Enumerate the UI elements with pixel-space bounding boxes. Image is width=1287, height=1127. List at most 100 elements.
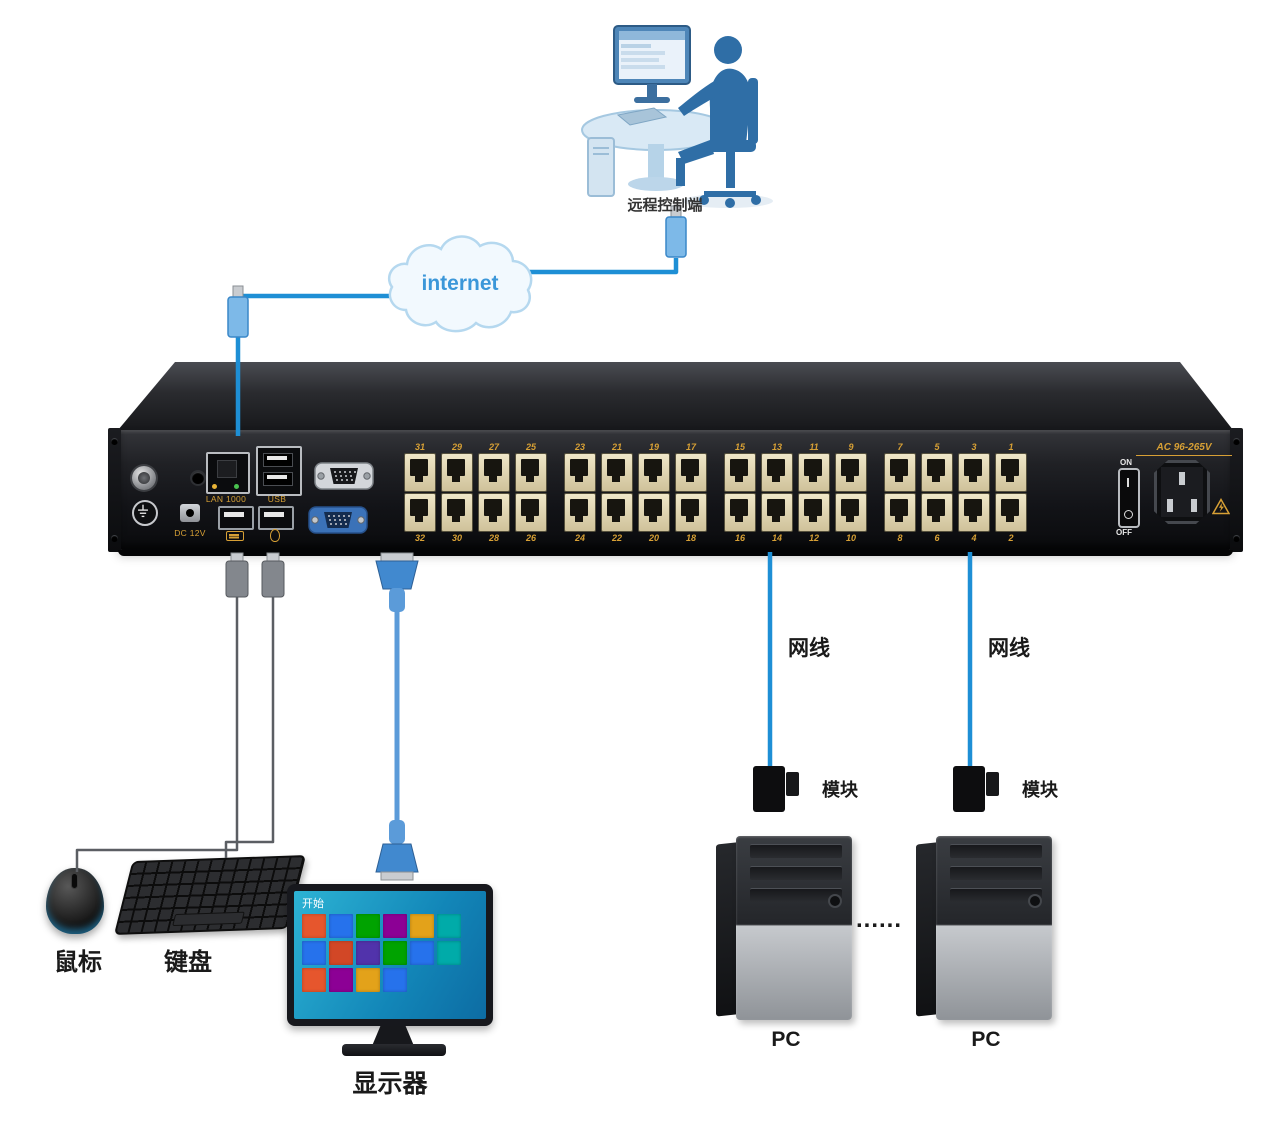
network-cable-label-2: 网线 <box>988 637 1030 660</box>
port-number-top: 13 <box>771 442 782 452</box>
keyboard <box>113 855 307 935</box>
start-tile <box>410 914 434 938</box>
rj45-jack <box>478 493 510 532</box>
keyboard-icon <box>226 531 244 541</box>
internet-cloud: internet <box>387 235 533 333</box>
rj45-jack <box>404 493 436 532</box>
vga-connector-icon-top <box>375 552 419 612</box>
lan-port <box>206 452 250 494</box>
rj45-jack <box>601 493 633 532</box>
rj45-jack <box>884 493 916 532</box>
drive-bay <box>750 888 842 902</box>
mouse-label: 鼠标 <box>54 949 102 976</box>
warning-icon <box>1212 498 1230 515</box>
pc-power-button <box>830 896 840 906</box>
mouse-usb-port <box>258 506 294 530</box>
rj45-jack <box>798 493 830 532</box>
usb-port-bottom <box>263 472 293 486</box>
usb-port-top <box>263 453 293 467</box>
rj45-jack <box>404 453 436 492</box>
dongle-module-2 <box>953 766 999 812</box>
port-number-bottom: 28 <box>488 533 499 543</box>
dc-power-jack <box>180 504 200 522</box>
port-number-bottom: 24 <box>574 533 585 543</box>
port-number-top: 21 <box>611 442 622 452</box>
rj45-jack <box>441 453 473 492</box>
rj45-jack <box>958 493 990 532</box>
port-column: 21 22 <box>601 442 633 543</box>
person-silhouette <box>676 36 761 208</box>
power-off-label: OFF <box>1116 528 1132 537</box>
rj45-jack <box>441 493 473 532</box>
rj45-jack <box>761 493 793 532</box>
start-screen-label: 开始 <box>302 898 324 910</box>
port-number-top: 17 <box>685 442 696 452</box>
usb-plug-icon-keyboard <box>261 552 285 598</box>
monitor-tiles <box>302 914 461 992</box>
usb-plug-icon-mouse <box>225 552 249 598</box>
start-tile <box>437 914 461 938</box>
start-tile <box>356 968 380 992</box>
rack-ear-right <box>1230 428 1243 552</box>
reset-port <box>192 472 204 484</box>
port-number-bottom: 26 <box>525 533 536 543</box>
kvm-top-face <box>118 362 1233 430</box>
mouse <box>46 868 104 934</box>
lan-label: LAN 1000 <box>205 494 247 504</box>
rj45-jack <box>564 453 596 492</box>
port-number-bottom: 2 <box>1008 533 1014 543</box>
keyboard-usb-port <box>218 506 254 530</box>
port-number-top: 15 <box>734 442 745 452</box>
drive-bay <box>750 866 842 880</box>
start-tile <box>302 941 326 965</box>
port-number-top: 25 <box>525 442 536 452</box>
rj45-jack <box>884 453 916 492</box>
port-number-bottom: 10 <box>845 533 856 543</box>
start-tile <box>437 941 461 965</box>
pc-label-2: PC <box>971 1028 1001 1051</box>
port-number-bottom: 4 <box>971 533 977 543</box>
power-switch <box>1118 468 1140 528</box>
network-cable-label-1: 网线 <box>788 637 830 660</box>
rj45-jack <box>958 453 990 492</box>
rj45-jack <box>835 453 867 492</box>
rack-ear-left <box>108 428 121 552</box>
rj45-jack <box>835 493 867 532</box>
port-number-bottom: 18 <box>685 533 696 543</box>
pc-label-1: PC <box>771 1028 801 1051</box>
rj45-jack <box>798 453 830 492</box>
monitor-screen: 开始 <box>294 891 486 1019</box>
start-tile <box>329 914 353 938</box>
ac-rating-label: AC 96-265V <box>1136 442 1232 456</box>
start-tile <box>383 941 407 965</box>
start-tile <box>356 941 380 965</box>
start-tile <box>302 968 326 992</box>
port-number-top: 9 <box>848 442 854 452</box>
port-number-bottom: 8 <box>897 533 903 543</box>
port-number-top: 29 <box>451 442 462 452</box>
rj45-jack <box>601 453 633 492</box>
rj45-jack <box>515 493 547 532</box>
brand-emblem <box>132 466 156 490</box>
module-label-2: 模块 <box>1022 780 1058 800</box>
port-number-bottom: 22 <box>611 533 622 543</box>
rj45-jack <box>638 493 670 532</box>
start-tile <box>302 914 326 938</box>
vga-connector-icon-bottom <box>375 820 419 881</box>
port-number-top: 7 <box>897 442 903 452</box>
drive-bay <box>950 888 1042 902</box>
port-number-bottom: 32 <box>414 533 425 543</box>
start-tile <box>329 941 353 965</box>
rj45-jack <box>724 493 756 532</box>
rj45-jack <box>724 453 756 492</box>
usb-ports <box>256 446 302 496</box>
vga-port-top <box>314 462 374 490</box>
rj45-jack <box>921 453 953 492</box>
port-number-top: 1 <box>1008 442 1014 452</box>
rj45-jack <box>761 453 793 492</box>
